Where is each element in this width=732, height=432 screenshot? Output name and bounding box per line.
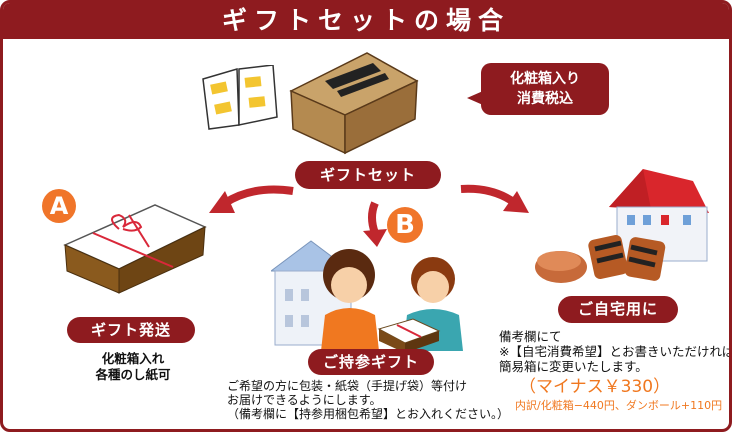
tax-included-bubble: 化粧箱入り 消費税込 (481, 63, 609, 115)
option-a-desc: 化粧箱入れ 各種のし紙可 (63, 351, 203, 383)
handover-illustration (271, 240, 463, 351)
option-c-desc: 備考欄にて ※【自宅消費希望】とお書きいただければ 簡易箱に変更いたします。 (499, 329, 732, 374)
catalog-book-icon (202, 65, 278, 130)
flow-arrows (209, 184, 529, 247)
gift-set-label: ギフトセット (295, 161, 441, 189)
option-b-badge: B (387, 207, 423, 243)
option-a-desc1: 化粧箱入れ (101, 351, 165, 366)
option-c-price: （マイナス￥330） (519, 377, 671, 397)
option-b-desc3: （備考欄に【持参用梱包希望】とお入れください。） (227, 407, 510, 421)
option-a-label: ギフト発送 (67, 317, 195, 343)
option-a-desc2: 各種のし紙可 (95, 367, 171, 382)
option-b-desc: ご希望の方に包装・紙袋（手提げ袋）等付け お届けできるようにします。 （備考欄に… (227, 379, 527, 421)
bubble-tail (467, 91, 483, 105)
option-c-desc1: 備考欄にて (499, 329, 562, 344)
option-b-desc1: ご希望の方に包装・紙袋（手提げ袋）等付け (227, 379, 468, 393)
option-c-label: ご自宅用に (558, 296, 678, 323)
option-b-desc2: お届けできるようにします。 (227, 393, 382, 407)
arrow-right-icon (460, 184, 518, 207)
option-a-badge: A (42, 189, 76, 223)
bubble-line1: 化粧箱入り (510, 71, 580, 87)
bubble-line2: 消費税込 (517, 91, 573, 107)
page-title: ギフトセットの場合 (3, 3, 729, 39)
option-c-desc2: ※【自宅消費希望】とお書きいただければ (499, 344, 732, 359)
option-b-label: ご持参ギフト (308, 349, 434, 375)
arrow-left-icon (222, 185, 294, 207)
gift-box-icon (289, 52, 419, 155)
home-sweets-illustration (535, 169, 709, 283)
option-c-desc3: 簡易箱に変更いたします。 (499, 359, 648, 374)
wrapped-gift-icon (63, 204, 207, 294)
arrow-down-icon (368, 201, 379, 235)
option-c-breakdown: 内訳/化粧箱−440円、ダンボール+110円 (515, 399, 723, 412)
